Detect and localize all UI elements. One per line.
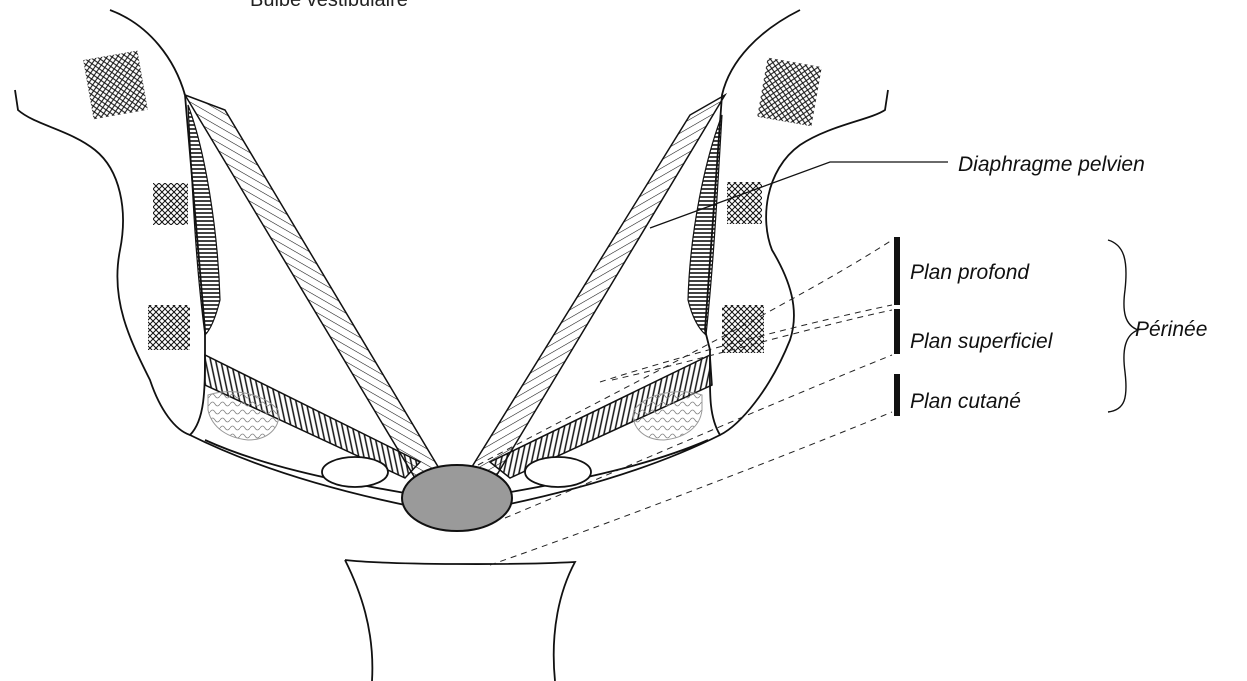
left-bone-spot-1 xyxy=(83,51,148,120)
right-ellipse xyxy=(525,457,591,487)
perineum-label: Périnée xyxy=(1135,318,1207,341)
diaphragm-label: Diaphragme pelvien xyxy=(958,153,1145,176)
skin-plane-label: Plan cutané xyxy=(910,390,1021,413)
deep-plane-label: Plan profond xyxy=(910,261,1030,284)
right-bone-spot-3 xyxy=(722,305,764,353)
superficial-plane-bar xyxy=(894,309,900,354)
left-bone-spot-3 xyxy=(148,305,190,350)
left-ellipse xyxy=(322,457,388,487)
anal-canal xyxy=(345,560,575,681)
skin-plane-bar xyxy=(894,374,900,416)
left-bone-spot-2 xyxy=(153,183,188,225)
deep-plane-bar xyxy=(894,237,900,305)
right-bone-spot-1 xyxy=(757,58,822,127)
perineal-body xyxy=(402,465,512,531)
perineum-brace xyxy=(1108,240,1138,412)
top-label: Bulbe vestibulaire xyxy=(250,0,408,11)
leader-diaphragm xyxy=(650,162,948,228)
superficial-plane-label: Plan superficiel xyxy=(910,330,1054,353)
